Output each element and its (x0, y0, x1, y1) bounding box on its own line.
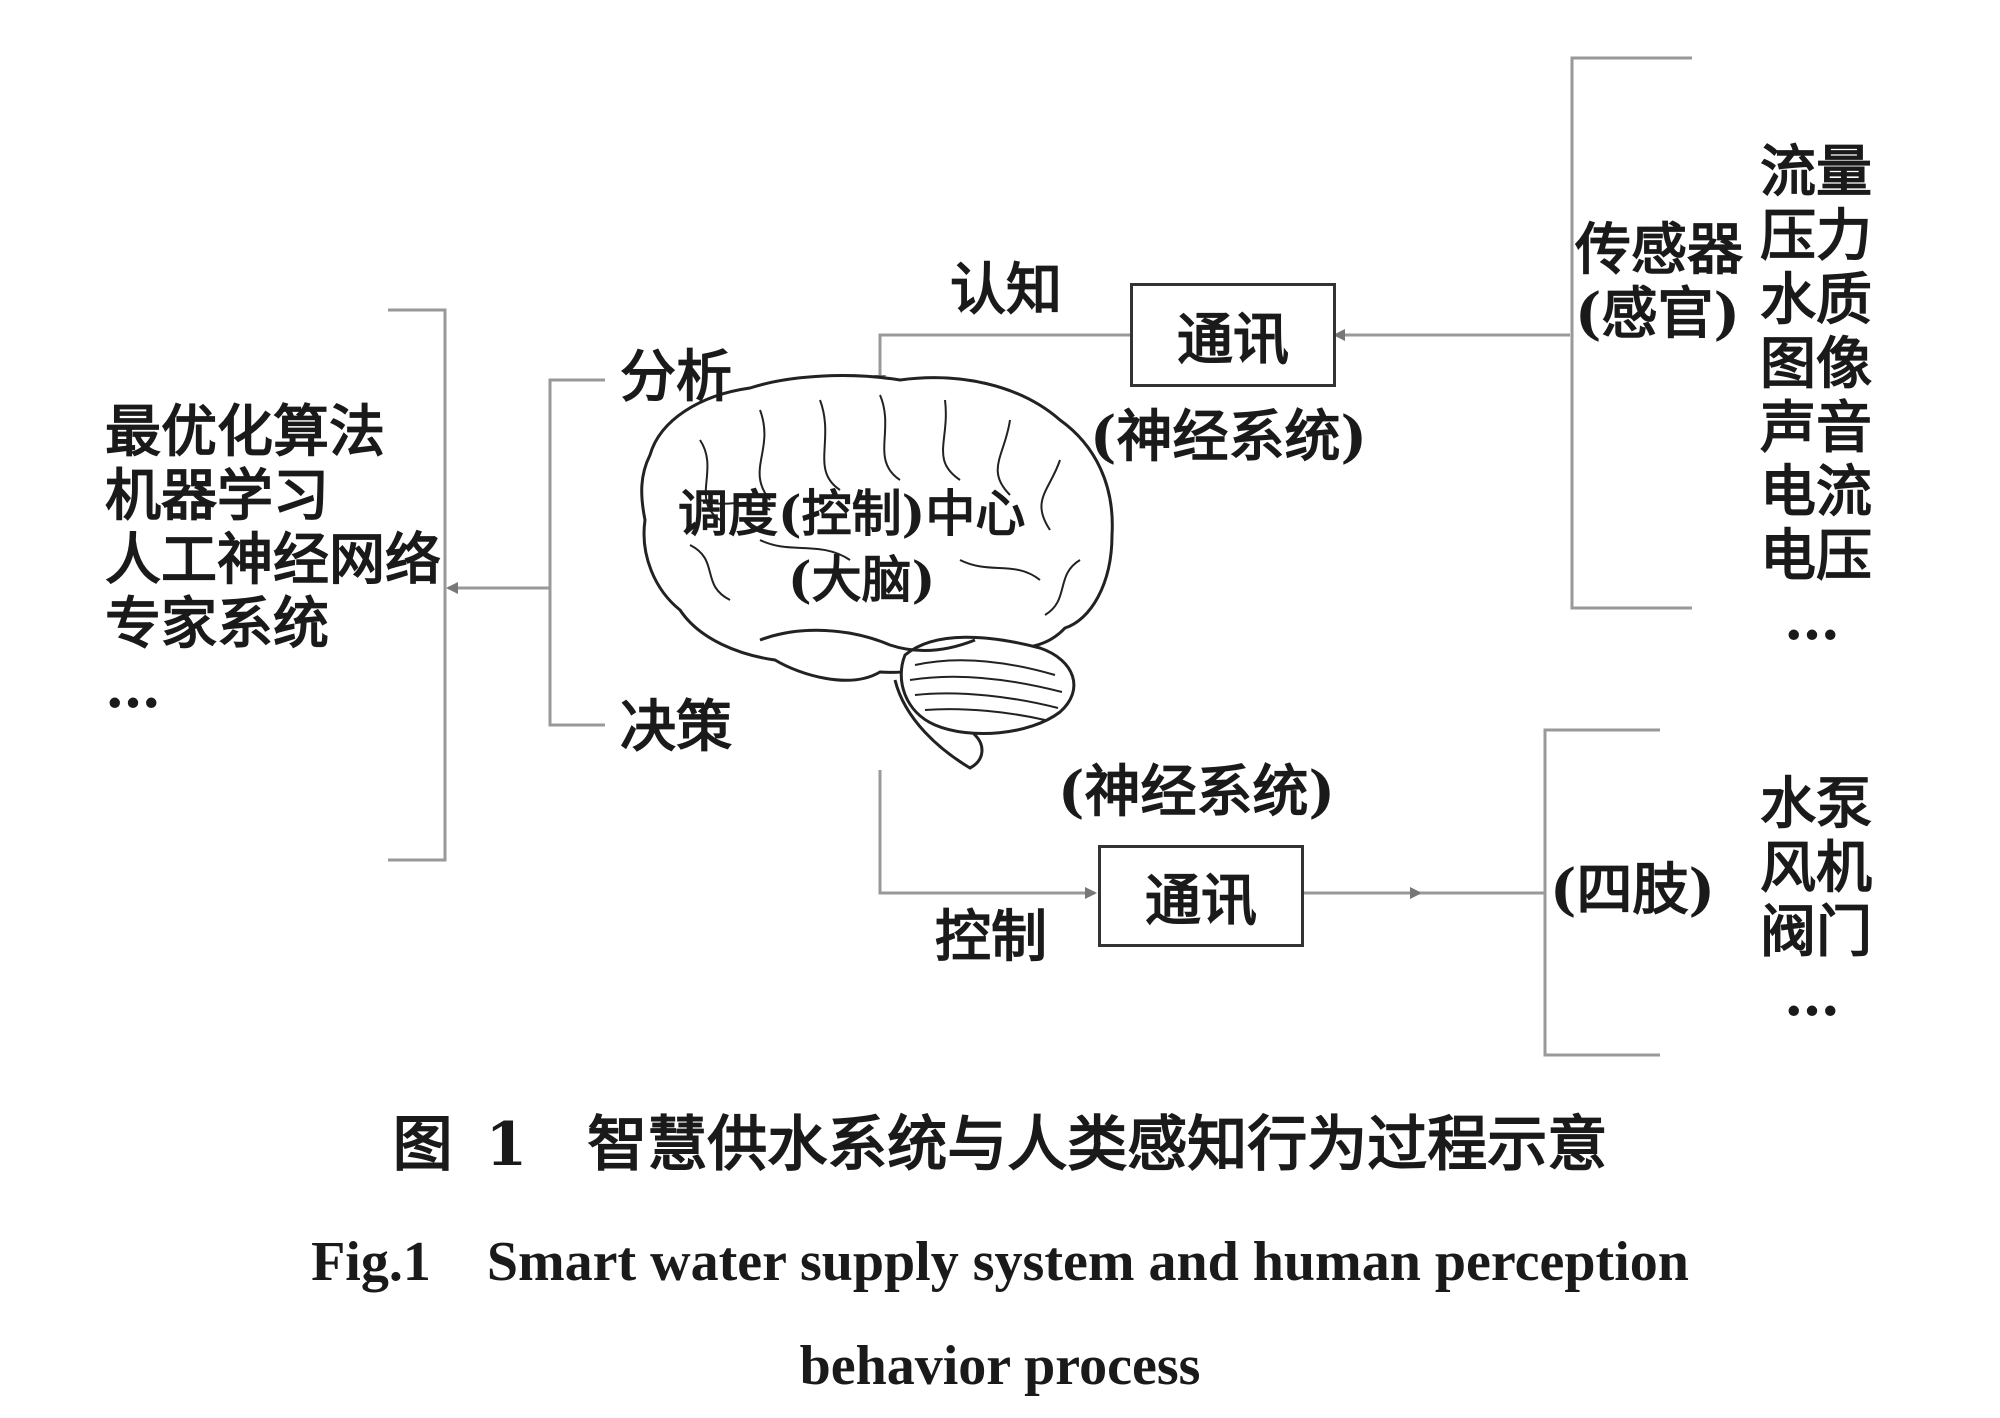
sensor-sublabel: (感官) (1575, 281, 1740, 347)
sensor-items: 流量 压力 水质 图像 声音 电流 电压 … (1760, 140, 1872, 652)
method-item: 机器学习 (105, 463, 329, 529)
method-item: 人工神经网络 (105, 527, 441, 593)
actuator-item: 风机 (1760, 835, 1872, 901)
cognition-label: 认知 (950, 257, 1062, 323)
actuator-item: 阀门 (1760, 899, 1872, 965)
limbs-bracket (1543, 728, 1660, 1057)
method-item: 专家系统 (105, 591, 329, 657)
sensor-label: 传感器 (1575, 217, 1743, 283)
bottom-comm-box: 通讯 (1098, 845, 1304, 947)
sensor-item: 图像 (1760, 331, 1872, 397)
actuator-items: 水泵 风机 阀门 … (1760, 772, 1872, 1028)
actuator-item: … (1784, 963, 1840, 1029)
methods-bracket (388, 308, 447, 862)
caption-chinese: 图 1 智慧供水系统与人类感知行为过程示意 (392, 1110, 1608, 1180)
sensor-item: 电压 (1760, 523, 1872, 589)
arrow-comm-to-brain (874, 333, 1130, 387)
bottom-comm-label: 通讯 (1145, 867, 1257, 934)
method-item: … (105, 655, 161, 721)
brain-outline (640, 374, 1114, 682)
methods-list: 最优化算法 机器学习 人工神经网络 专家系统 … (105, 400, 441, 720)
sensor-item: 电流 (1760, 459, 1872, 525)
limbs-label: (四肢) (1550, 857, 1715, 923)
caption-english: Fig.1 Smart water supply system and huma… (311, 1231, 1689, 1397)
top-comm-label: 通讯 (1177, 306, 1289, 373)
bottom-nerve-label: (神经系统) (1058, 759, 1335, 825)
sensor-item: 压力 (1760, 203, 1872, 269)
arrow-brain-to-comm (878, 770, 1097, 899)
sensor-item: 流量 (1760, 139, 1872, 205)
method-item: 最优化算法 (105, 399, 385, 465)
control-label: 控制 (935, 904, 1047, 970)
analysis-decision-bracket (548, 378, 605, 727)
brain-illustration (640, 374, 1114, 770)
sensor-item: 水质 (1760, 267, 1872, 333)
sensor-bracket (1570, 56, 1692, 610)
sensor-item: … (1784, 587, 1840, 653)
sensor-item: 声音 (1760, 395, 1872, 461)
analysis-label: 分析 (620, 344, 732, 410)
decision-label: 决策 (620, 694, 732, 760)
brain-center-label: 调度(控制)中心 (678, 484, 1026, 543)
top-comm-box: 通讯 (1130, 283, 1336, 387)
brain-sub-label: (大脑) (788, 550, 936, 609)
top-nerve-label: (神经系统) (1090, 404, 1367, 470)
actuator-item: 水泵 (1760, 771, 1872, 837)
